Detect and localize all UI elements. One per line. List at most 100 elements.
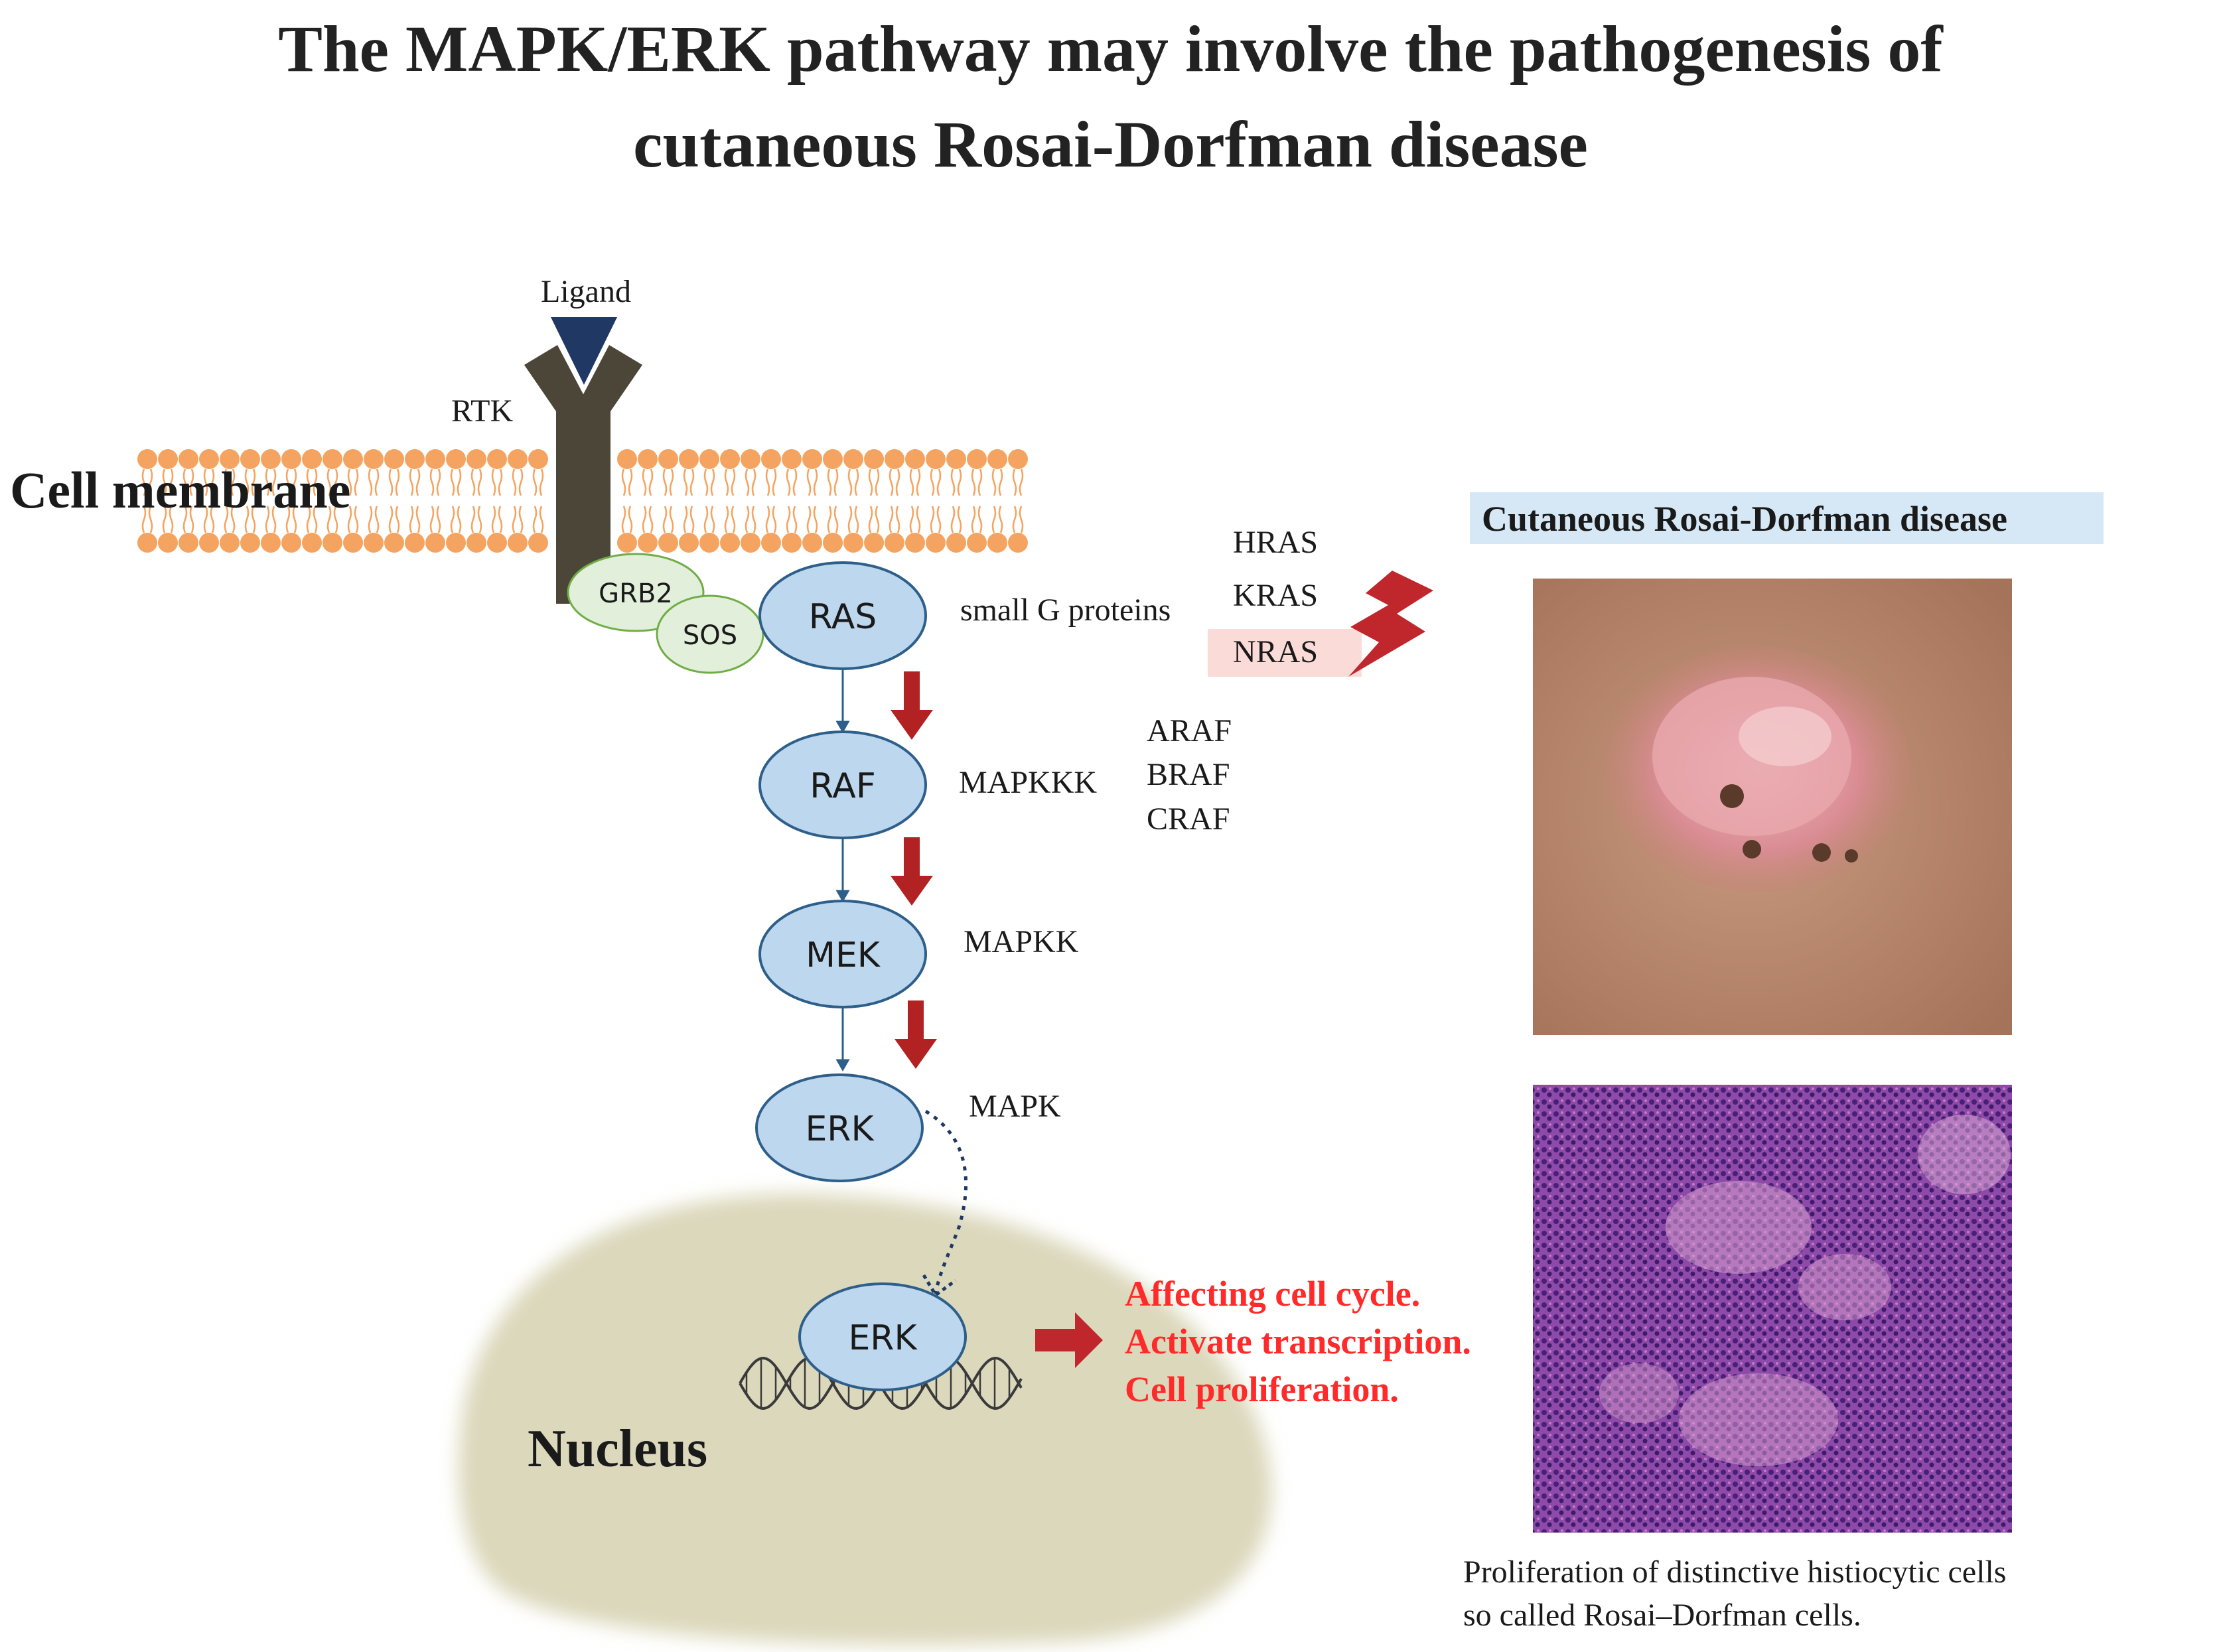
lipid-head: [679, 533, 699, 553]
lipid-tail: [669, 506, 674, 533]
sos-adaptor: [656, 594, 764, 674]
lipid-tail: [169, 468, 174, 496]
lipid-tail: [827, 506, 832, 533]
lipid-tail: [306, 506, 311, 533]
lipid-tail: [957, 506, 962, 533]
lipid-tail: [477, 468, 482, 496]
lipid-tail: [889, 468, 894, 496]
cascade-connectors: [835, 670, 850, 1072]
lipid-tail: [628, 468, 633, 496]
lipid-head: [926, 449, 946, 469]
mek-node: MEK: [758, 900, 927, 1008]
lipid-head: [987, 449, 1007, 469]
lipid-head: [967, 533, 987, 553]
lipid-head: [905, 449, 925, 469]
red-arrow-raf-mek: [891, 837, 933, 906]
lipid-tail: [203, 506, 208, 533]
lipid-tail: [374, 506, 380, 533]
lipid-tail: [813, 468, 818, 496]
lipid-head: [240, 449, 260, 469]
lipid-tail: [792, 468, 798, 496]
craf-label: CRAF: [1147, 801, 1230, 837]
lipid-head: [302, 449, 322, 469]
lipid-tail: [210, 468, 215, 496]
lipid-head: [220, 533, 240, 553]
lipid-tail: [470, 506, 476, 533]
lipid-head: [179, 449, 198, 469]
erk-node-label: ERK: [805, 1109, 875, 1149]
lipid-head: [528, 533, 548, 553]
lipid-tail: [148, 468, 153, 496]
lipid-head: [364, 533, 384, 553]
lipid-head: [741, 533, 760, 553]
lipid-head: [466, 449, 486, 469]
braf-label: BRAF: [1147, 757, 1230, 792]
red-arrow-ras-raf: [891, 671, 933, 740]
lipid-tail: [271, 468, 277, 496]
lipid-tail: [285, 468, 291, 496]
lipid-tail: [909, 468, 914, 496]
lipid-tail: [470, 468, 476, 496]
lipid-tail: [916, 506, 921, 533]
lipid-tail: [450, 506, 455, 533]
lipid-head: [137, 449, 157, 469]
lipid-tail: [765, 468, 770, 496]
lipid-head: [446, 449, 466, 469]
lipid-head: [487, 449, 507, 469]
lipid-tail: [162, 468, 167, 496]
lipid-head: [864, 533, 884, 553]
lipid-head: [1008, 533, 1028, 553]
lipid-tail: [971, 468, 976, 496]
lipid-head: [782, 449, 802, 469]
clinical-photo: [1533, 579, 2012, 1035]
raf-node: RAF: [758, 730, 927, 839]
lipid-tail: [251, 468, 256, 496]
lipid-tail: [792, 506, 798, 533]
lipid-tail: [875, 506, 880, 533]
mapkk-label: MAPKK: [964, 924, 1079, 959]
lipid-head: [802, 533, 822, 553]
lipid-tail: [477, 506, 482, 533]
sos-label: SOS: [683, 620, 737, 651]
lipid-head: [364, 449, 384, 469]
lipid-tail: [388, 468, 394, 496]
lipid-tail: [189, 506, 194, 533]
lipid-head: [466, 533, 486, 553]
lipid-head: [158, 449, 178, 469]
lipid-tail: [285, 506, 291, 533]
erk-node: ERK: [755, 1073, 924, 1182]
lipid-tail: [689, 506, 695, 533]
lipid-head: [425, 533, 445, 553]
lipid-head: [281, 449, 301, 469]
lipid-tail: [532, 506, 537, 533]
lipid-head: [946, 449, 966, 469]
lipid-tail: [751, 506, 756, 533]
lipid-tail: [368, 506, 373, 533]
cell-membrane: [137, 449, 1028, 553]
lipid-tail: [457, 468, 462, 496]
activation-arrows: [891, 671, 937, 1069]
lipid-tail: [436, 506, 441, 533]
effect-transcription: Activate transcription.: [1125, 1322, 1471, 1361]
lipid-head: [679, 449, 699, 469]
lipid-tail: [347, 506, 352, 533]
lipid-head: [699, 449, 719, 469]
lipid-tail: [772, 468, 777, 496]
lipid-tail: [368, 468, 373, 496]
lipid-tail: [388, 506, 394, 533]
lipid-tail: [642, 468, 647, 496]
lipid-head: [179, 533, 198, 553]
lipid-head: [322, 533, 342, 553]
lipid-tail: [731, 506, 736, 533]
lipid-tail: [875, 468, 880, 496]
lipid-head: [967, 449, 987, 469]
lipid-tail: [936, 468, 942, 496]
grb2-label: GRB2: [599, 579, 673, 609]
lipid-tail: [169, 506, 174, 533]
lipid-head: [741, 449, 760, 469]
lipid-tail: [731, 468, 736, 496]
lipid-tail: [1019, 506, 1024, 533]
panel-caption-line1: Proliferation of distinctive histiocytic…: [1463, 1554, 2006, 1590]
lipid-head: [137, 533, 157, 553]
